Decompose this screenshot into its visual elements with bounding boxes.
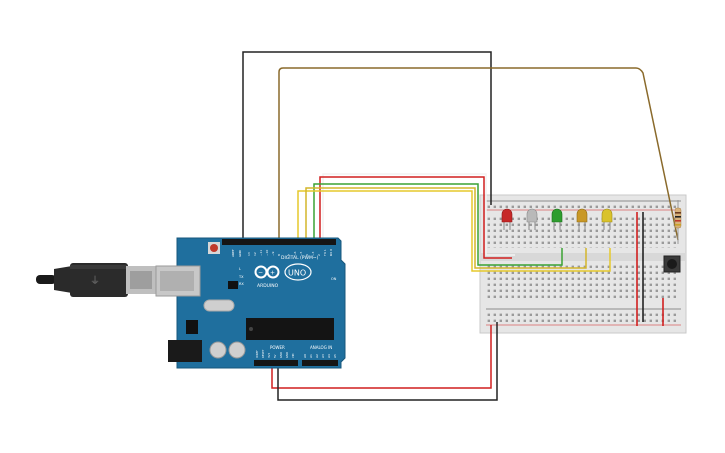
svg-text:−: −	[258, 270, 263, 277]
svg-text:+: +	[270, 270, 275, 277]
pin-label: IOREF	[255, 350, 259, 358]
wire-red-power[interactable]	[271, 325, 492, 389]
pin-label: ~6	[293, 251, 297, 256]
pin-label: 7	[287, 254, 291, 256]
arduino-uno-board[interactable]: − + UNO ARDUINO DIGITAL (PWM~) POWER ANA…	[155, 237, 346, 369]
pin-label: VIN	[291, 353, 295, 358]
capacitor-1	[209, 341, 227, 359]
analog-header[interactable]	[302, 360, 338, 366]
svg-text:⏚: ⏚	[90, 275, 100, 287]
uno-logo-text: UNO	[288, 269, 306, 278]
led-red[interactable]	[501, 208, 513, 230]
crystal	[203, 299, 235, 312]
pin-label: 3V3	[267, 353, 271, 358]
pin-label: ~11	[259, 250, 263, 256]
led-orange[interactable]	[576, 208, 588, 230]
pin-label: ~9	[271, 251, 275, 256]
pin-label: ~10	[265, 250, 269, 256]
pin-label: A0	[303, 354, 307, 358]
on-label: ON	[331, 277, 337, 281]
pin-label: A3	[321, 354, 325, 358]
pin-label: GND	[285, 352, 289, 358]
gnd-label: GND	[238, 249, 242, 257]
wire-green-signal[interactable]	[313, 183, 563, 266]
pin-label: GND	[279, 352, 283, 358]
power-label: POWER	[270, 345, 285, 350]
wire-orange-signal[interactable]	[305, 187, 587, 269]
led-white[interactable]	[526, 208, 538, 230]
led-green[interactable]	[551, 208, 563, 230]
pin-label: TX 1	[323, 249, 327, 257]
tx-label: TX	[238, 275, 244, 279]
push-button[interactable]	[663, 255, 681, 273]
aref-label: AREF	[231, 249, 235, 257]
wire-yellow-signal[interactable]	[297, 190, 611, 272]
pin-label: A4	[327, 354, 331, 358]
analog-label: ANALOG IN	[310, 345, 332, 350]
digital-pin-labels: 13 12 ~11 ~10 ~9 8 7 ~6 ~5 4 ~3 2 TX 1 R…	[247, 249, 333, 257]
power-pin-labels: IOREF RESET 3V3 5V GND GND VIN	[255, 349, 295, 358]
arduino-brand-text: ARDUINO	[257, 283, 279, 289]
pin-label: 8	[277, 254, 281, 256]
power-jack	[168, 340, 202, 362]
pin-label: RESET	[261, 349, 265, 358]
wire-red-signal[interactable]	[319, 176, 512, 259]
analog-pin-labels: A0 A1 A2 A3 A4 A5	[303, 354, 337, 358]
wire-brown[interactable]	[278, 67, 679, 241]
digital-label: DIGITAL (PWM~)	[281, 255, 319, 261]
power-header[interactable]	[254, 360, 298, 366]
wire-black-top[interactable]	[242, 51, 492, 240]
pin-label: A2	[315, 354, 319, 358]
capacitor-2	[228, 341, 246, 359]
digital-header[interactable]	[222, 239, 336, 245]
led-yellow[interactable]	[601, 208, 613, 230]
pin-label: 4	[305, 254, 309, 256]
pin-label: A1	[309, 354, 313, 358]
wire-black-power[interactable]	[277, 322, 498, 401]
rx-label: RX	[239, 282, 244, 286]
pin-label: A5	[333, 354, 337, 358]
pin-label: 13	[247, 252, 251, 256]
pin-label: ~5	[299, 251, 303, 256]
pin-label: ~3	[311, 251, 315, 256]
atmega-chip	[246, 318, 334, 340]
arduino-logo: − +	[254, 263, 312, 281]
pin-label: RX 0	[329, 249, 333, 256]
resistor[interactable]	[674, 200, 682, 244]
pin-label: 12	[253, 252, 257, 256]
pin-label: 5V	[273, 354, 277, 358]
usb-cable[interactable]: ⏚	[36, 263, 158, 297]
l-label: L	[239, 267, 241, 271]
wire-white[interactable]	[322, 173, 515, 256]
pin-label: 2	[317, 254, 321, 256]
